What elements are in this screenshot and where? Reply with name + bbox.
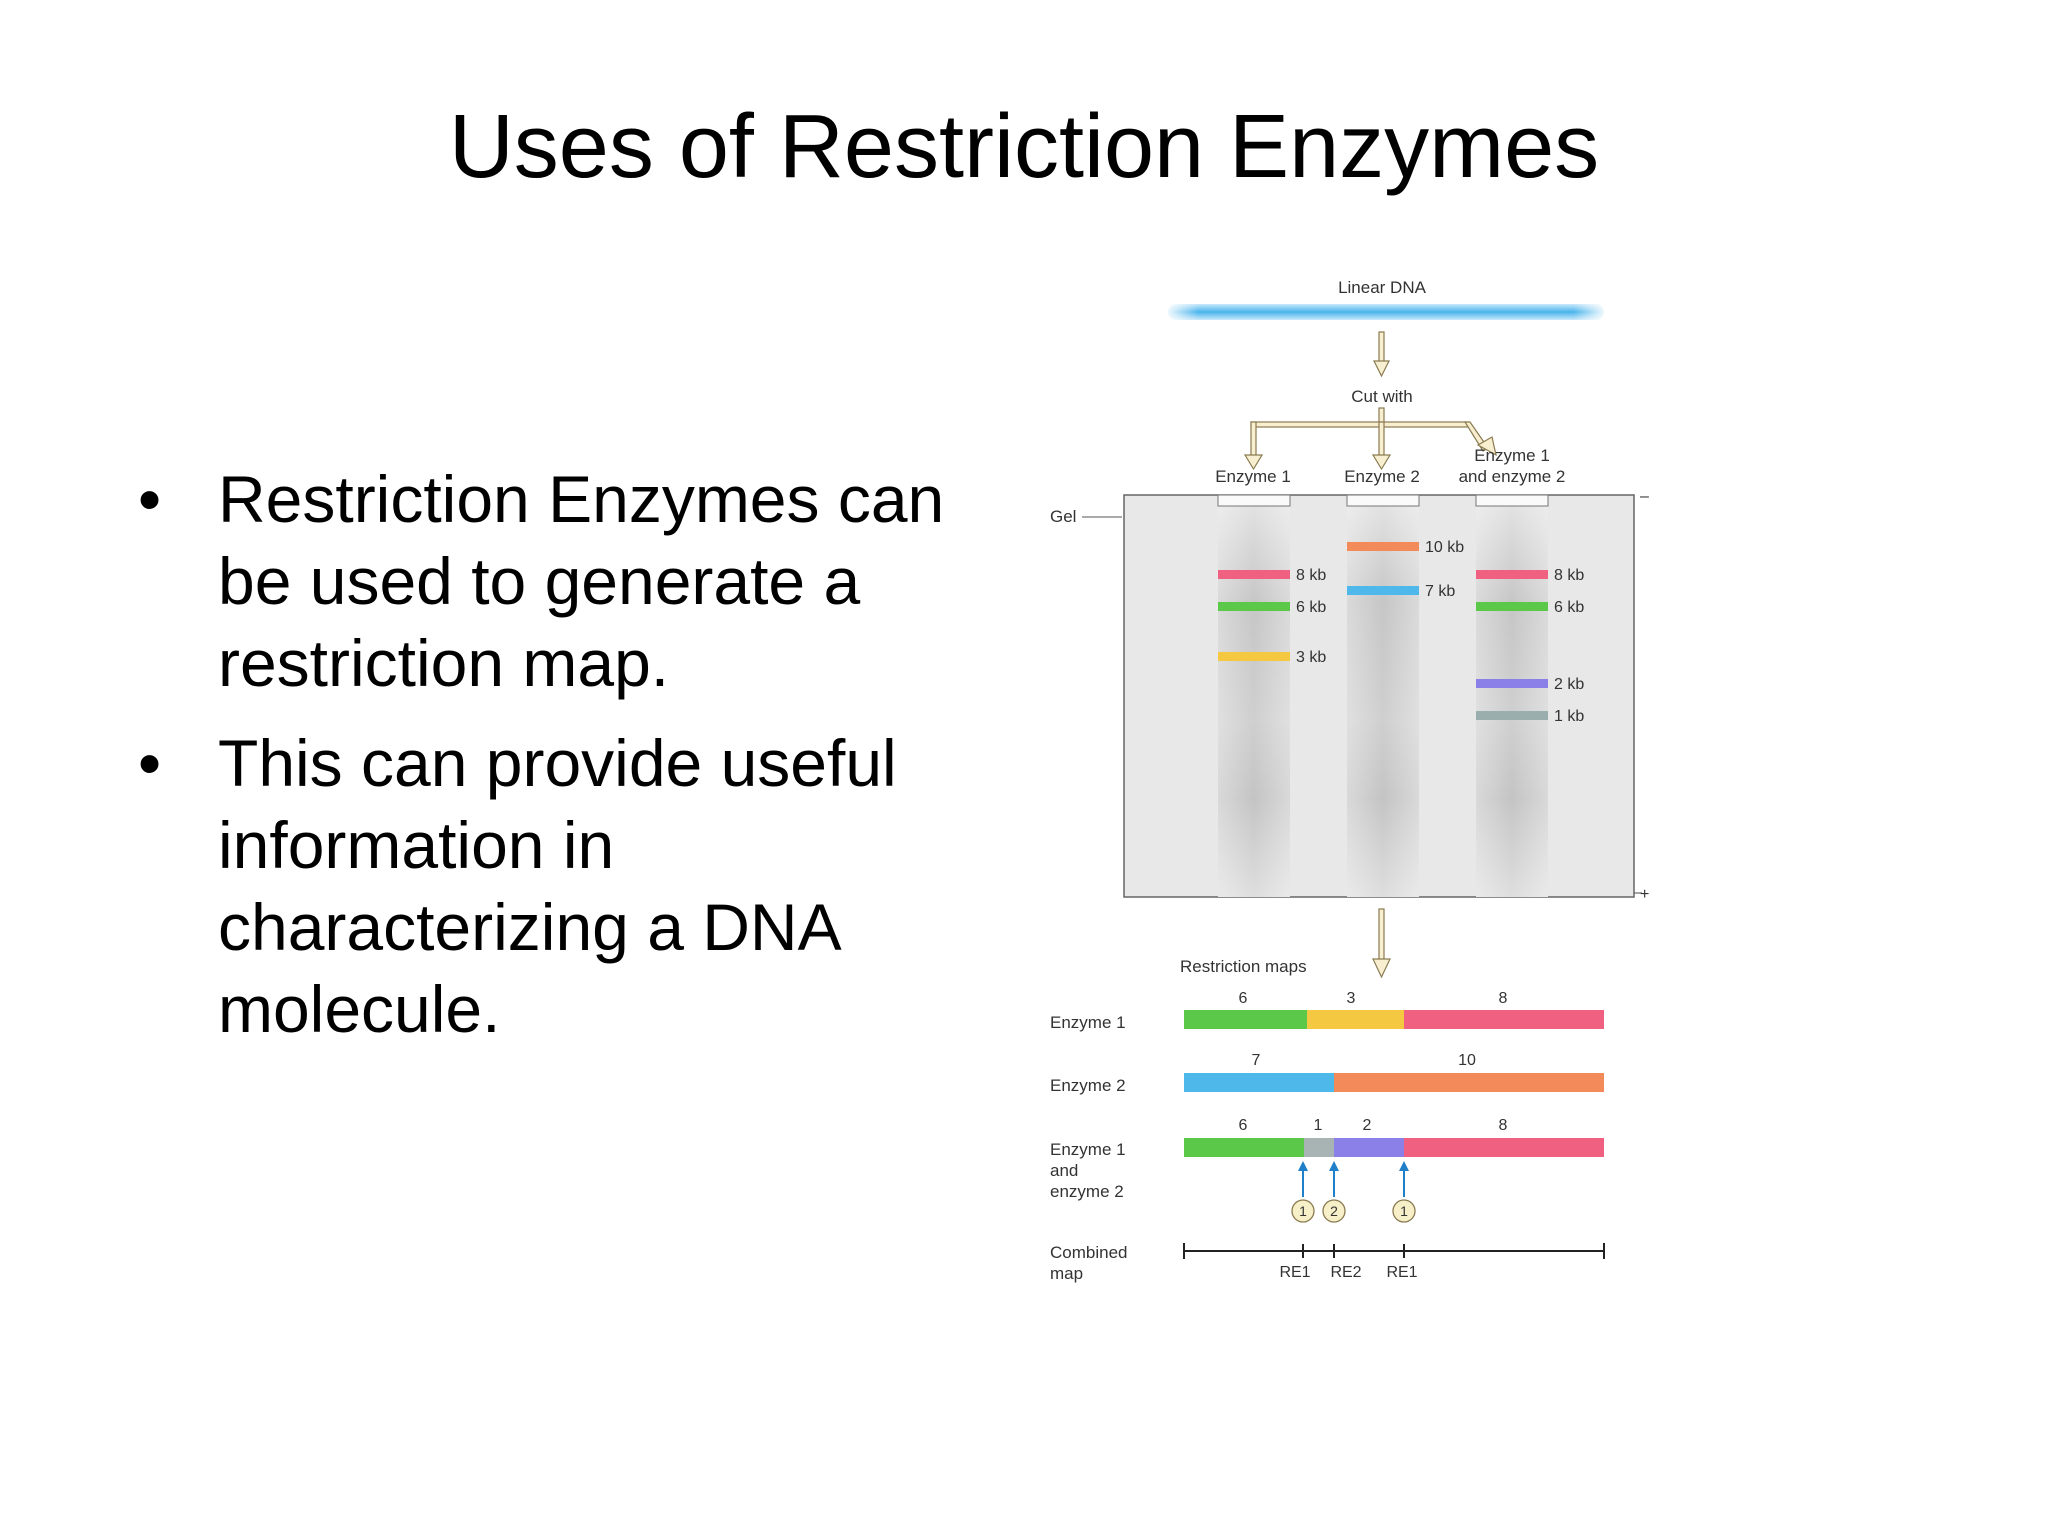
- gel-band-7kb: 7 kb: [1347, 583, 1455, 600]
- map-segment-size: 2: [1363, 1117, 1372, 1134]
- gel-band-3kb: 3 kb: [1218, 649, 1326, 666]
- figure-svg: Linear DNA Cut with Enzyme 1 Enzyme 2 En…: [1050, 278, 1649, 1283]
- map-segment-size: 7: [1252, 1052, 1261, 1069]
- cut-with-label: Cut with: [1351, 387, 1412, 406]
- combined-map-label: Combined: [1050, 1243, 1128, 1262]
- gel-band-10kb: 10 kb: [1347, 539, 1464, 556]
- bullet-item: • This can provide useful information in…: [138, 722, 1018, 1050]
- gel-band-label: 8 kb: [1296, 567, 1326, 584]
- bullet-item: • Restriction Enzymes can be used to gen…: [138, 458, 1018, 704]
- cut-marker-number: 1: [1299, 1203, 1307, 1219]
- restriction-maps-label: Restriction maps: [1180, 957, 1307, 976]
- cut-marker-number: 2: [1330, 1203, 1338, 1219]
- map-row-label: enzyme 2: [1050, 1182, 1124, 1201]
- map-row-enzyme-1: 6 3 8: [1184, 990, 1604, 1029]
- map-segment: [1404, 1010, 1604, 1029]
- map-segment: [1184, 1010, 1307, 1029]
- lane-label-both-line2: and enzyme 2: [1459, 467, 1566, 486]
- map-segment-size: 6: [1239, 1117, 1248, 1134]
- gel-band-label: 2 kb: [1554, 676, 1584, 693]
- arrow-up-icon: [1399, 1161, 1409, 1197]
- gel-lane-3: [1475, 494, 1549, 897]
- gel-band-label: 3 kb: [1296, 649, 1326, 666]
- gel-well: [1217, 494, 1291, 507]
- map-segment: [1307, 1010, 1404, 1029]
- map-segment-size: 8: [1499, 1117, 1508, 1134]
- gel-well: [1475, 494, 1549, 507]
- restriction-map-figure: Linear DNA Cut with Enzyme 1 Enzyme 2 En…: [1050, 265, 1670, 1310]
- map-segment: [1184, 1073, 1334, 1092]
- cut-marker: 1: [1392, 1199, 1416, 1223]
- combined-site-label: RE1: [1279, 1264, 1310, 1281]
- lane-label-enzyme-2: Enzyme 2: [1344, 467, 1420, 486]
- combined-map-line: [1183, 1243, 1605, 1259]
- combined-map-label: map: [1050, 1264, 1083, 1283]
- gel-band-label: 10 kb: [1425, 539, 1464, 556]
- gel-band-label: 6 kb: [1554, 599, 1584, 616]
- map-segment: [1304, 1138, 1334, 1157]
- map-row-both-enzymes: 6 1 2 8: [1184, 1117, 1604, 1157]
- bullet-marker: •: [138, 462, 162, 536]
- slide-title: Uses of Restriction Enzymes: [448, 97, 1600, 197]
- branch-arrows-icon: [1243, 407, 1497, 471]
- gel-lane-2: [1346, 494, 1420, 897]
- combined-site-label: RE1: [1386, 1264, 1417, 1281]
- map-segment-size: 10: [1458, 1052, 1476, 1069]
- gel-band-1kb: 1 kb: [1476, 708, 1584, 725]
- gel-label: Gel: [1050, 507, 1076, 526]
- map-segment: [1334, 1138, 1404, 1157]
- gel-band-label: 1 kb: [1554, 708, 1584, 725]
- arrow-down-icon: [1373, 331, 1390, 378]
- gel-band-8kb: 8 kb: [1476, 567, 1584, 584]
- lane-label-both-line1: Enzyme 1: [1474, 446, 1550, 465]
- gel-band-8kb: 8 kb: [1218, 567, 1326, 584]
- bullet-marker: •: [138, 726, 162, 800]
- combined-site-label: RE2: [1330, 1264, 1361, 1281]
- map-row-label: Enzyme 2: [1050, 1076, 1126, 1095]
- gel-band-label: 8 kb: [1554, 567, 1584, 584]
- map-segment: [1334, 1073, 1604, 1092]
- cut-marker: 2: [1322, 1199, 1346, 1223]
- cut-marker: 1: [1291, 1199, 1315, 1223]
- map-segment-size: 8: [1499, 990, 1508, 1007]
- map-row-label: Enzyme 1: [1050, 1140, 1126, 1159]
- gel-band-6kb: 6 kb: [1476, 599, 1584, 616]
- bullet-text: This can provide useful information in c…: [218, 726, 897, 1046]
- bullet-text: Restriction Enzymes can be used to gener…: [218, 462, 945, 700]
- map-row-label: and: [1050, 1161, 1078, 1180]
- map-row-label: Enzyme 1: [1050, 1013, 1126, 1032]
- arrow-down-icon: [1372, 908, 1391, 979]
- map-segment-size: 1: [1314, 1117, 1323, 1134]
- linear-dna-fade: [1168, 304, 1604, 320]
- cut-marker-number: 1: [1400, 1203, 1408, 1219]
- map-segment: [1404, 1138, 1604, 1157]
- linear-dna-label: Linear DNA: [1338, 278, 1427, 297]
- gel-band-label: 7 kb: [1425, 583, 1455, 600]
- arrow-up-icon: [1298, 1161, 1308, 1197]
- arrow-up-icon: [1329, 1161, 1339, 1197]
- gel-plus-sign: +: [1640, 886, 1649, 903]
- lane-label-enzyme-1: Enzyme 1: [1215, 467, 1291, 486]
- gel-band-label: 6 kb: [1296, 599, 1326, 616]
- bullet-list: • Restriction Enzymes can be used to gen…: [138, 458, 1018, 1068]
- gel-lane-1: [1217, 494, 1291, 897]
- gel-well: [1346, 494, 1420, 507]
- map-segment: [1184, 1138, 1304, 1157]
- gel-minus-sign: –: [1640, 488, 1649, 505]
- gel-band-2kb: 2 kb: [1476, 676, 1584, 693]
- gel-band-6kb: 6 kb: [1218, 599, 1326, 616]
- map-row-enzyme-2: 7 10: [1184, 1052, 1604, 1092]
- map-segment-size: 3: [1347, 990, 1356, 1007]
- map-segment-size: 6: [1239, 990, 1248, 1007]
